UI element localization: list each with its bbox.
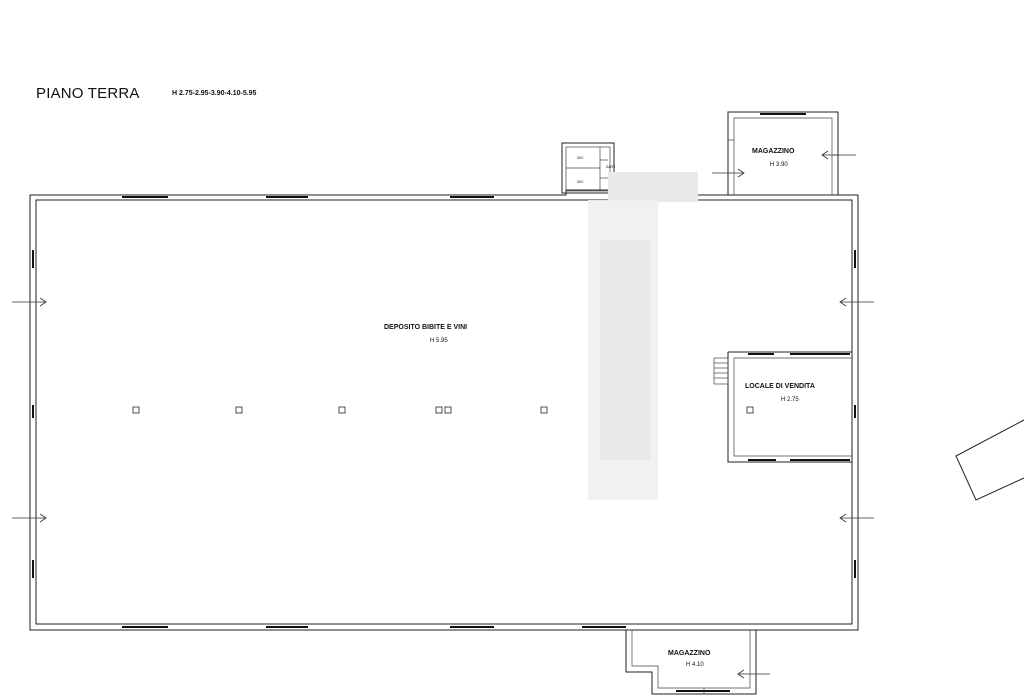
room-height-deposito: H 5.95 <box>430 338 448 344</box>
room-name-deposito: DEPOSITO BIBITE E VINI <box>384 324 468 331</box>
room-name-wc-2: WC <box>577 179 584 184</box>
room-name-wc-1: WC <box>577 155 584 160</box>
entry-arrows <box>12 150 874 679</box>
locale-vendita-walls <box>713 351 852 463</box>
plan-title: PIANO TERRA <box>36 85 140 102</box>
structural-columns <box>132 406 754 414</box>
room-name-anti: ANTI <box>606 164 616 169</box>
wc-block <box>561 142 615 194</box>
room-name-magazzino-bottom: MAGAZZINO <box>668 650 711 657</box>
room-height-magazzino-top: H 3.90 <box>770 162 788 168</box>
redacted-area <box>588 172 698 500</box>
room-name-locale: LOCALE DI VENDITA <box>745 383 815 390</box>
wall-windows <box>32 196 856 628</box>
adjacent-structure <box>955 419 1024 501</box>
magazzino-bottom-walls <box>625 630 757 695</box>
room-height-magazzino-bottom: H 4.10 <box>686 662 704 668</box>
room-name-magazzino-top: MAGAZZINO <box>752 148 795 155</box>
room-height-locale: H 2.75 <box>781 397 799 403</box>
plan-heights: H 2.75-2.95-3.90-4.10-5.95 <box>172 90 257 97</box>
